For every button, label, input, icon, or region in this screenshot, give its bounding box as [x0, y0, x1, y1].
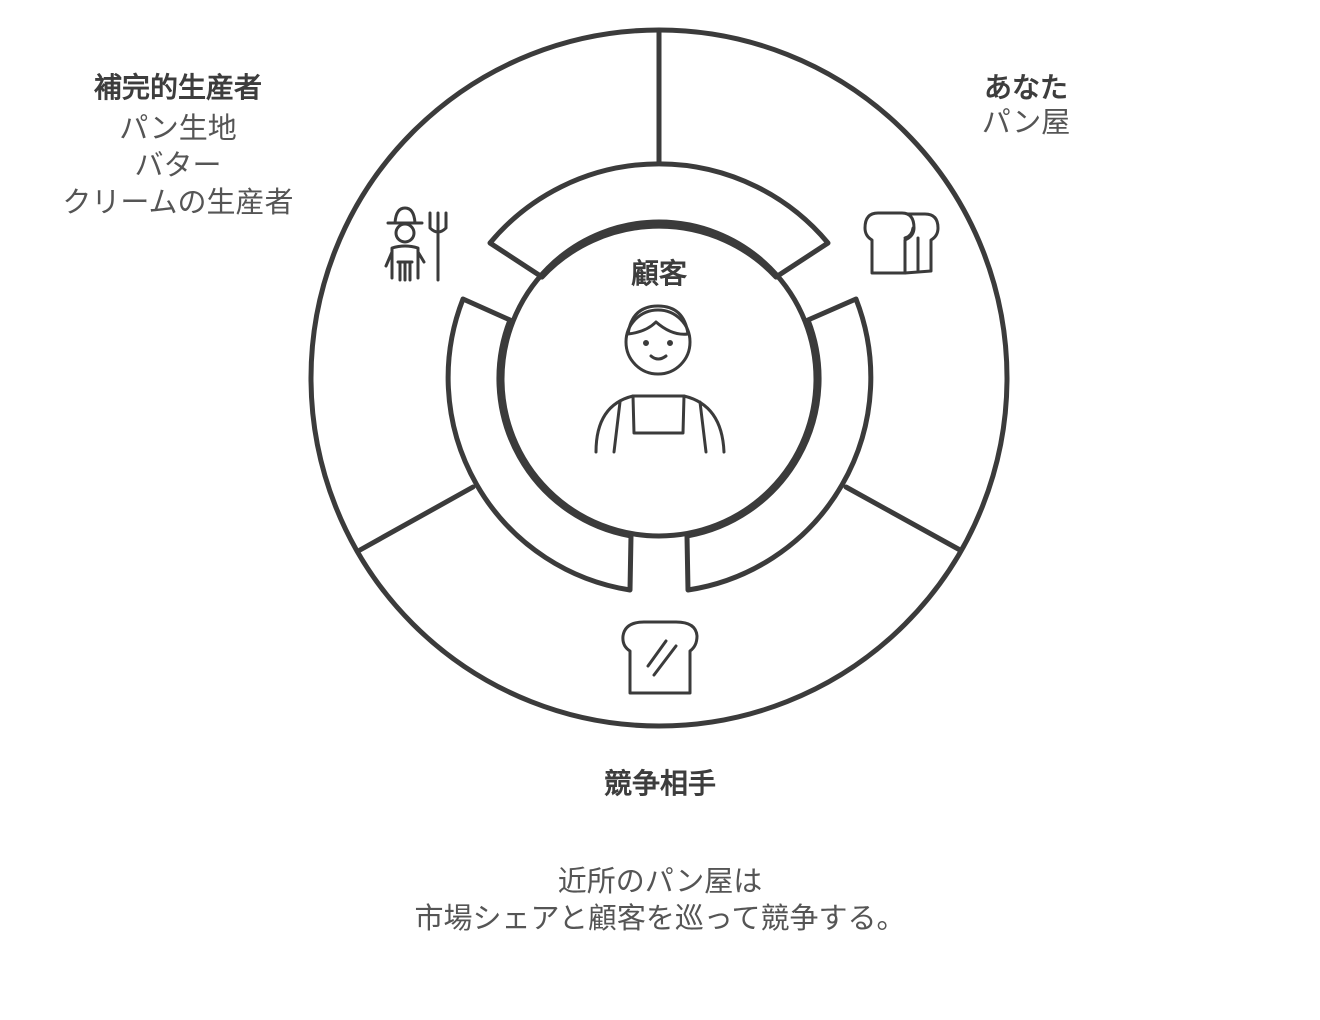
middle-ring-segment-left [445, 296, 634, 593]
middle-ring-segment-top [487, 161, 831, 280]
bread-loaves-icon [863, 211, 940, 275]
you-label-group: あなた パン屋 [946, 70, 1106, 141]
diagram-caption: 近所のパン屋は 市場シェアと顧客を巡って競争する。 [300, 863, 1020, 937]
complementors-line: クリームの生産者 [62, 185, 294, 220]
complementors-line: バター [134, 147, 222, 182]
caption-line: 市場シェアと顧客を巡って競争する。 [414, 901, 906, 936]
farmer-with-pitchfork-icon [384, 206, 448, 282]
customer-person-icon [594, 304, 726, 454]
complementors-title: 補完的生産者 [93, 71, 262, 104]
toast-slice-icon [621, 620, 699, 695]
inner-circle [499, 219, 819, 539]
middle-ring-segment-right [684, 296, 874, 593]
competitors-title: 競争相手 [603, 767, 716, 800]
caption-line: 近所のパン屋は [557, 864, 763, 898]
divider-lower-left [357, 484, 476, 553]
complementors-label-group: 補完的生産者 パン生地 バター クリームの生産者 [40, 70, 316, 221]
you-description: パン屋 [981, 104, 1071, 139]
complementors-description: パン生地 バター クリームの生産者 [40, 110, 316, 221]
complementors-line: パン生地 [119, 110, 237, 145]
you-title: あなた [983, 71, 1068, 104]
divider-lower-right [843, 484, 963, 553]
center-title: 顧客 [630, 257, 687, 290]
